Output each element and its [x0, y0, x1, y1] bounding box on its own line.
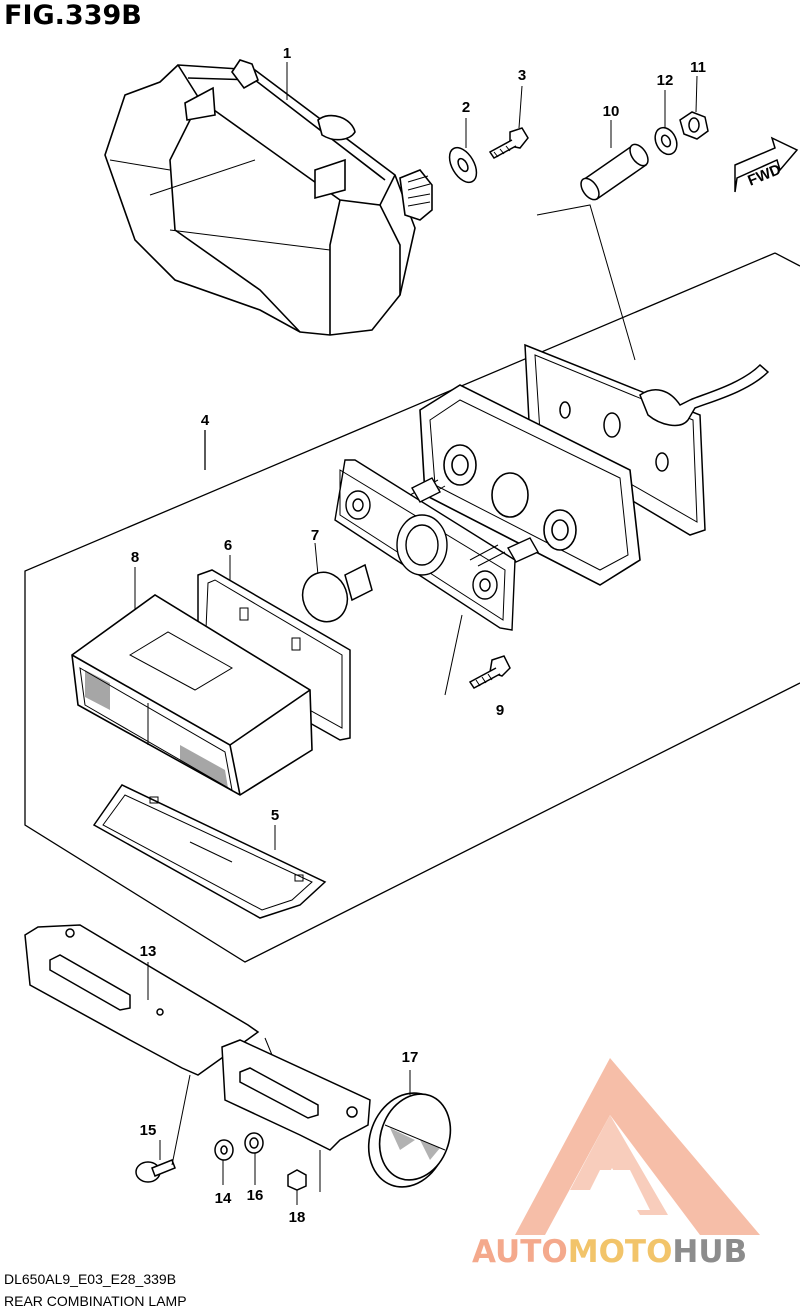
- callout-10: 10: [603, 103, 620, 120]
- collar-part-10: [580, 143, 649, 201]
- bushing-part-16: [244, 1132, 264, 1154]
- watermark-moto: MOTO: [568, 1234, 673, 1270]
- bracket-part-13b: [221, 1039, 371, 1151]
- tail-light-housing-part: [104, 59, 433, 336]
- callout-5: 5: [271, 807, 279, 824]
- callout-12: 12: [657, 72, 674, 89]
- washer-part-12: [654, 126, 678, 156]
- license-lens-part-5: [92, 784, 327, 919]
- svg-text:AUTOMOTOHUB: AUTOMOTOHUB: [472, 1234, 747, 1270]
- bolt-part-15: [135, 1159, 176, 1183]
- nut-part-11: [679, 111, 709, 140]
- watermark-auto: AUTO: [472, 1234, 568, 1270]
- screw-part-3: [488, 127, 529, 159]
- figure-name: REAR COMBINATION LAMP: [4, 1293, 187, 1309]
- leader-lines-lower: [147, 962, 411, 1205]
- callout-16: 16: [247, 1187, 264, 1204]
- callout-15: 15: [140, 1122, 157, 1139]
- callout-labels: 1 2 3 4 5 6 7 8 9 10 11 12 13 14 15 16 1…: [131, 45, 706, 1226]
- bracket-part-13: [24, 924, 260, 1076]
- callout-9: 9: [496, 702, 504, 719]
- callout-4: 4: [201, 412, 210, 429]
- callout-13: 13: [140, 943, 157, 960]
- watermark-text: AUTOMOTOHUB: [472, 1234, 747, 1270]
- callout-2: 2: [462, 99, 470, 116]
- forward-direction-arrow: FWD: [734, 136, 799, 193]
- callout-14: 14: [215, 1190, 232, 1207]
- callout-18: 18: [289, 1209, 306, 1226]
- watermark-logo: [515, 1058, 760, 1235]
- reflector-part-17: [367, 1092, 452, 1188]
- lens-part-8: [71, 594, 313, 796]
- nut-part-18: [287, 1169, 307, 1191]
- assembly-outline: [24, 252, 800, 963]
- callout-3: 3: [518, 67, 526, 84]
- callout-1: 1: [283, 45, 291, 62]
- screw-part-9: [468, 655, 511, 689]
- figure-code: DL650AL9_E03_E28_339B: [4, 1271, 177, 1287]
- callout-11: 11: [690, 59, 706, 76]
- callout-7: 7: [311, 527, 319, 544]
- callout-17: 17: [402, 1049, 419, 1066]
- leader-lines: [134, 62, 698, 850]
- lamp-gasket-back: [524, 343, 770, 536]
- bulb-part-7: [301, 563, 373, 623]
- washer-part-14: [214, 1139, 234, 1161]
- figure-title: FIG.339B: [4, 0, 142, 31]
- callout-6: 6: [224, 537, 232, 554]
- washer-part-2: [448, 146, 478, 184]
- watermark-hub: HUB: [672, 1234, 747, 1270]
- bulb-socket-board: [334, 459, 539, 631]
- callout-8: 8: [131, 549, 139, 566]
